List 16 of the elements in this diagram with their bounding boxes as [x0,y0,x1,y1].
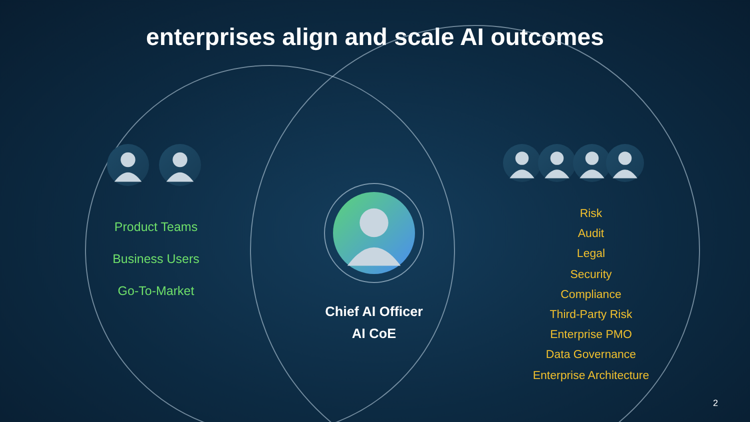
role-label: Risk [580,207,602,222]
role-label: Security [570,268,612,283]
slide-title: enterprises align and scale AI outcomes [145,23,605,53]
role-label: Audit [578,227,604,242]
role-label: Business Users [112,251,200,268]
role-label: Enterprise Architecture [532,368,650,384]
role-label: Legal [576,247,606,262]
role-label: Data Governance [546,348,636,364]
role-label: Third-Party Risk [550,308,632,324]
page-number: 2 [712,398,718,408]
role-label: Go-To-Market [118,283,194,300]
role-label: Product Teams [114,219,198,236]
role-label: Enterprise PMO [550,328,632,344]
role-caption: AI CoE [350,325,398,343]
role-caption: Chief AI Officer [324,303,424,321]
role-label: Compliance [560,288,622,303]
